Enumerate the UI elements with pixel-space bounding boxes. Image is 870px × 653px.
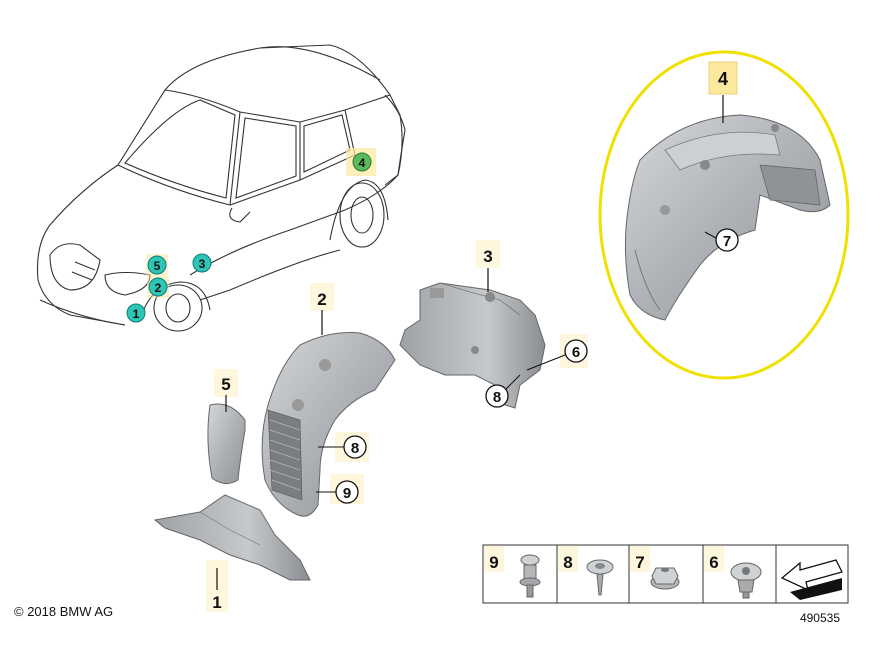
callout-5: 5 xyxy=(214,369,238,412)
car-marker-5-label: 5 xyxy=(154,259,161,273)
part-4-wheel-arch-liner xyxy=(624,114,831,321)
car-marker-5: 5 xyxy=(146,254,168,276)
callout-8-lower-label: 8 xyxy=(351,440,359,457)
callout-3-label: 3 xyxy=(483,247,492,266)
car-marker-3-label: 3 xyxy=(199,257,206,271)
callout-1: 1 xyxy=(206,560,228,612)
callout-7: 7 xyxy=(704,228,739,252)
callout-4-label: 4 xyxy=(718,69,728,89)
legend-item-9: 9 xyxy=(484,546,541,598)
callout-8-upper: 8 xyxy=(485,374,521,408)
legend-item-9-label: 9 xyxy=(489,553,498,572)
callout-8-lower: 8 xyxy=(318,432,369,462)
diagram-number: 490535 xyxy=(800,611,840,625)
callout-4: 4 xyxy=(708,61,738,123)
fastener-legend: 9 8 7 xyxy=(482,544,849,604)
highlight-ellipse xyxy=(598,50,850,380)
callout-2-label: 2 xyxy=(317,290,326,309)
car-marker-4: 4 xyxy=(346,148,376,176)
clip-nut-icon xyxy=(730,562,762,599)
legend-item-8-label: 8 xyxy=(563,553,572,572)
expanding-rivet-icon xyxy=(519,554,541,598)
legend-item-6: 6 xyxy=(704,546,762,599)
car-marker-1-label: 1 xyxy=(133,307,140,321)
part-2-front-wheel-arch-liner xyxy=(261,332,396,517)
callout-8-upper-label: 8 xyxy=(493,389,501,406)
callout-3: 3 xyxy=(476,240,500,292)
callout-9: 9 xyxy=(316,474,364,504)
callout-2: 2 xyxy=(310,283,334,335)
callout-7-label: 7 xyxy=(723,233,731,250)
legend-item-7-label: 7 xyxy=(635,553,644,572)
callout-1-label: 1 xyxy=(212,593,221,612)
vehicle-outline xyxy=(36,44,406,332)
section-arrow-icon xyxy=(780,559,843,600)
callout-6: 6 xyxy=(526,334,588,371)
car-marker-2-label: 2 xyxy=(155,281,162,295)
part-5-trim-panel xyxy=(207,403,246,484)
car-marker-2: 2 xyxy=(147,276,169,298)
car-marker-3: 3 xyxy=(192,253,212,273)
screw-icon xyxy=(586,559,614,596)
legend-item-6-label: 6 xyxy=(709,553,718,572)
callout-9-label: 9 xyxy=(343,485,351,502)
hex-nut-icon xyxy=(650,567,680,590)
callout-6-label: 6 xyxy=(572,344,580,361)
part-3-wheel-arch-liner-rear-section xyxy=(399,282,546,409)
callout-5-label: 5 xyxy=(221,375,230,394)
car-marker-1: 1 xyxy=(126,303,146,323)
legend-item-7: 7 xyxy=(630,546,680,590)
copyright-text: © 2018 BMW AG xyxy=(14,604,113,619)
part-1-underbody-panel xyxy=(153,494,311,581)
legend-item-8: 8 xyxy=(558,546,614,596)
car-marker-4-label: 4 xyxy=(359,156,366,170)
